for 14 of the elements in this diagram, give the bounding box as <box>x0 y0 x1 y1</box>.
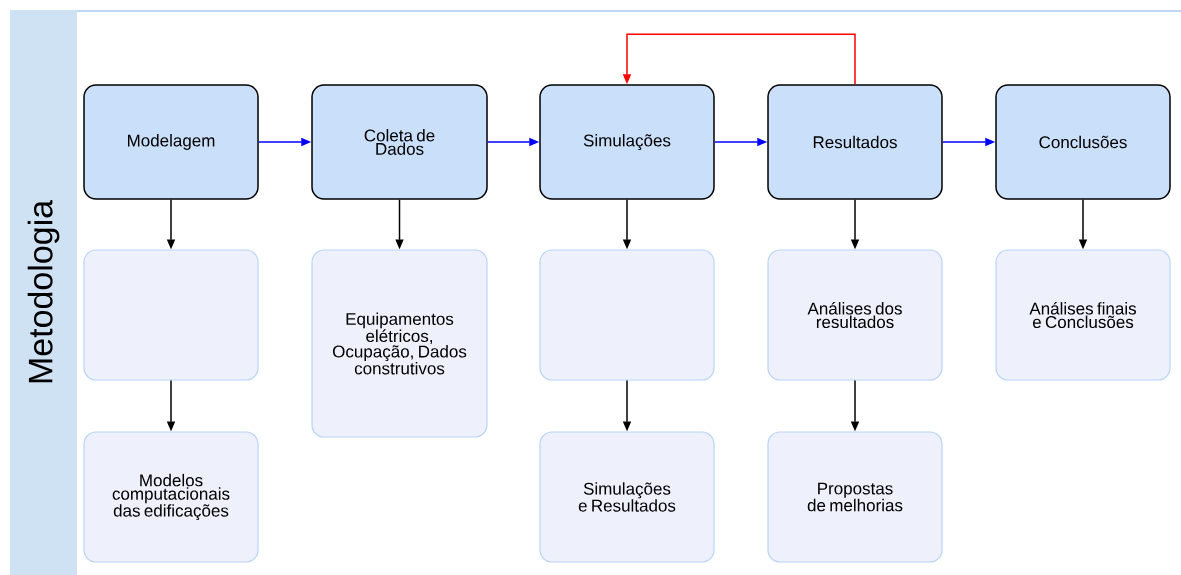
detail-box: Análises finais e Conclusões <box>995 249 1171 381</box>
process-box: Modelagem <box>83 84 259 200</box>
process-box: Resultados <box>767 84 943 200</box>
empty-box <box>539 249 715 381</box>
detail-box: Modelos computacionais das edificações <box>83 431 259 563</box>
detail-box: Equipamentos elétricos, Ocupação, Dados construtivos <box>311 249 488 438</box>
detail-box: Análises dos resultados <box>767 249 943 381</box>
process-box: Coleta de Dados <box>311 84 488 200</box>
side-band: Metodologia <box>10 10 77 575</box>
detail-box: Propostas de melhorias <box>767 431 943 563</box>
detail-box: Simulações e Resultados <box>539 431 715 563</box>
process-box: Conclusões <box>995 84 1171 200</box>
empty-box <box>83 249 259 381</box>
process-box: Simulações <box>539 84 715 200</box>
